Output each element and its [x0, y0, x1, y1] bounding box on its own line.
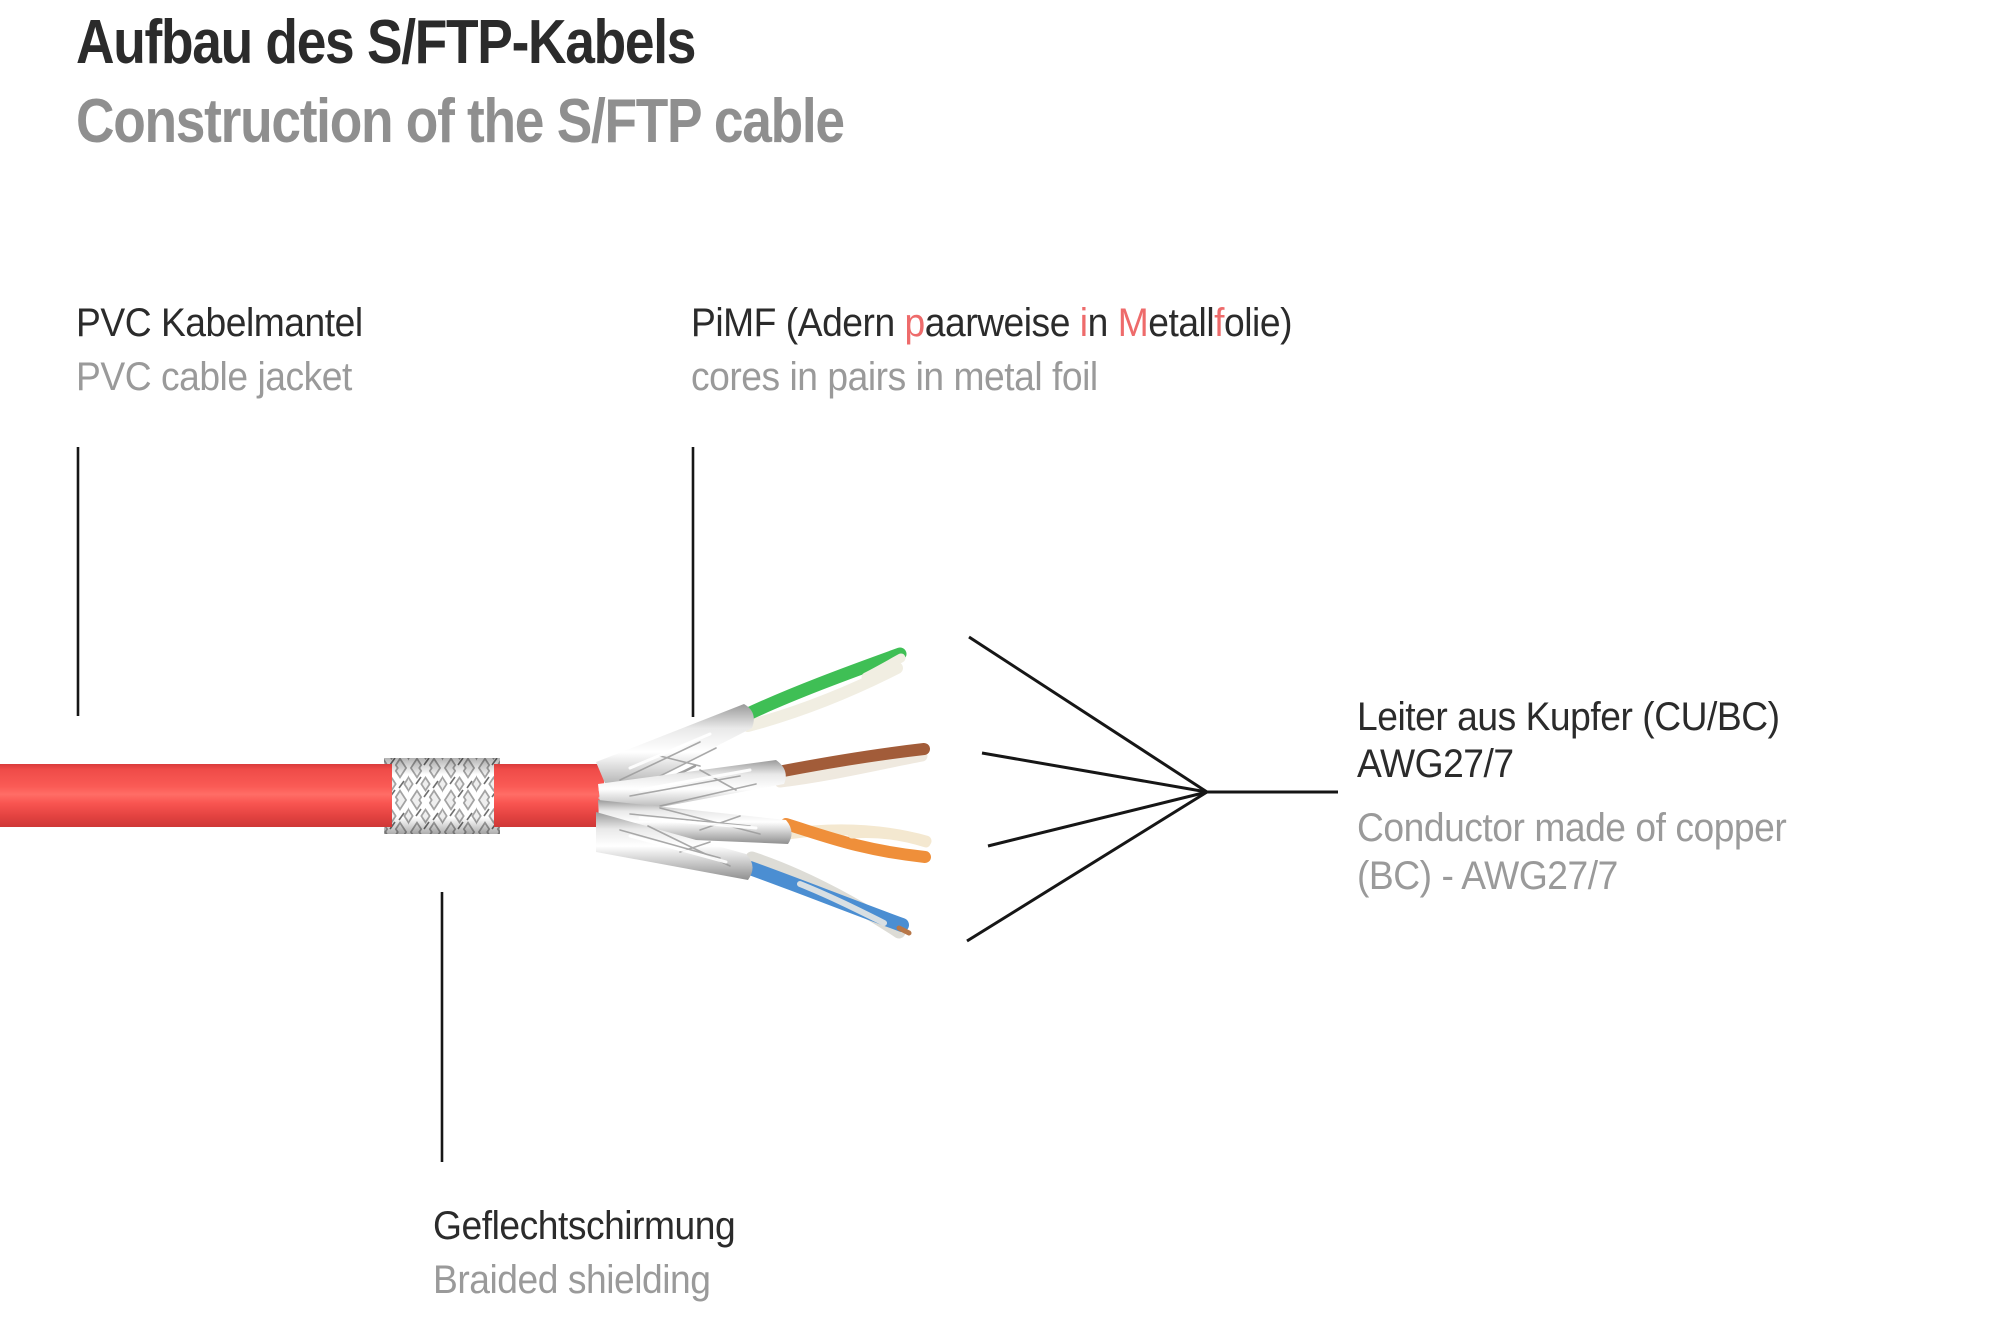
label-conductor-en: Conductor made of copper (BC) - AWG27/7	[1357, 805, 1787, 899]
foil-sleeve-brown	[598, 760, 786, 818]
wire-pairs	[737, 647, 932, 939]
leader-lines	[76, 447, 695, 1162]
page-title: Aufbau des S/FTP-Kabels	[76, 8, 696, 77]
wire-pair-brown	[772, 743, 930, 788]
foil-sleeves	[596, 704, 792, 880]
label-conductor-en-line2: (BC) - AWG27/7	[1357, 853, 1618, 898]
label-conductor-en-line1: Conductor made of copper	[1357, 806, 1787, 851]
wire-pair-blue	[743, 851, 912, 939]
pvc-jacket	[0, 764, 604, 827]
page-subtitle: Construction of the S/FTP cable	[76, 87, 845, 156]
wire-pair-green	[737, 647, 907, 732]
label-braid-en: Braided shielding	[433, 1258, 711, 1302]
label-pvc-jacket-en: PVC cable jacket	[76, 355, 352, 399]
foil-sleeve-blue	[596, 812, 753, 880]
label-pimf-en: cores in pairs in metal foil	[691, 355, 1098, 399]
jacket-segment-right	[494, 764, 604, 827]
wire-pair-orange	[780, 818, 932, 863]
label-pvc-jacket-de: PVC Kabelmantel	[76, 301, 363, 345]
label-pimf-de: PiMF (Adern paarweise in Metallfolie)	[691, 301, 1293, 345]
jacket-segment-left	[0, 764, 392, 827]
label-pvc-jacket: PVC Kabelmantel PVC cable jacket	[76, 296, 363, 404]
label-conductor-de-line2: AWG27/7	[1357, 742, 1514, 787]
label-braid-de: Geflechtschirmung	[433, 1204, 736, 1248]
fan-lines-conductor	[966, 635, 1338, 943]
label-pimf: PiMF (Adern paarweise in Metallfolie) co…	[691, 296, 1292, 404]
foil-sleeve-green	[596, 704, 754, 800]
label-conductor-de-line1: Leiter aus Kupfer (CU/BC)	[1357, 695, 1780, 739]
braid-section	[384, 758, 500, 834]
label-braid: Geflechtschirmung Braided shielding	[433, 1199, 736, 1307]
label-conductor: Leiter aus Kupfer (CU/BC) AWG27/7 Conduc…	[1357, 694, 1787, 900]
copper-tip	[896, 925, 912, 936]
header: Aufbau des S/FTP-Kabels Construction of …	[76, 8, 845, 156]
